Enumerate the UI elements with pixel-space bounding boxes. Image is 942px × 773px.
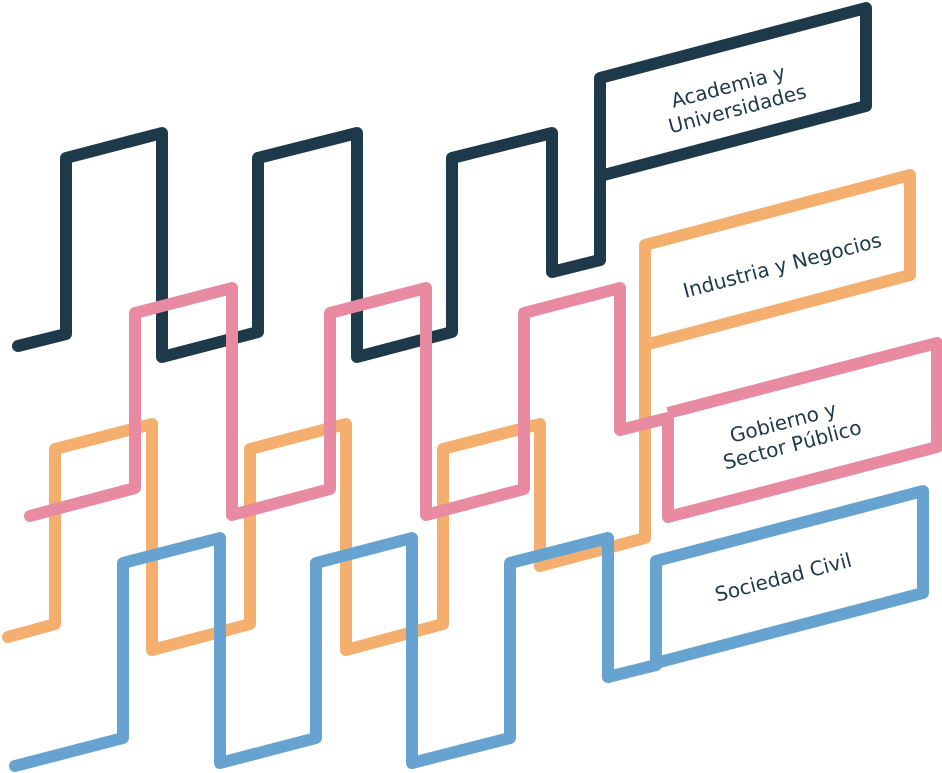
sociedad-label: Sociedad Civil	[712, 548, 854, 607]
gobierno-box	[662, 337, 942, 523]
industria-box	[639, 169, 916, 538]
gobierno-wave	[24, 282, 674, 522]
academia-box	[594, 2, 872, 260]
gobierno-label: Gobierno y Sector Público	[714, 392, 864, 474]
sociedad-wave	[9, 532, 662, 772]
academia-wave	[12, 127, 606, 363]
sociedad-box	[650, 485, 929, 669]
